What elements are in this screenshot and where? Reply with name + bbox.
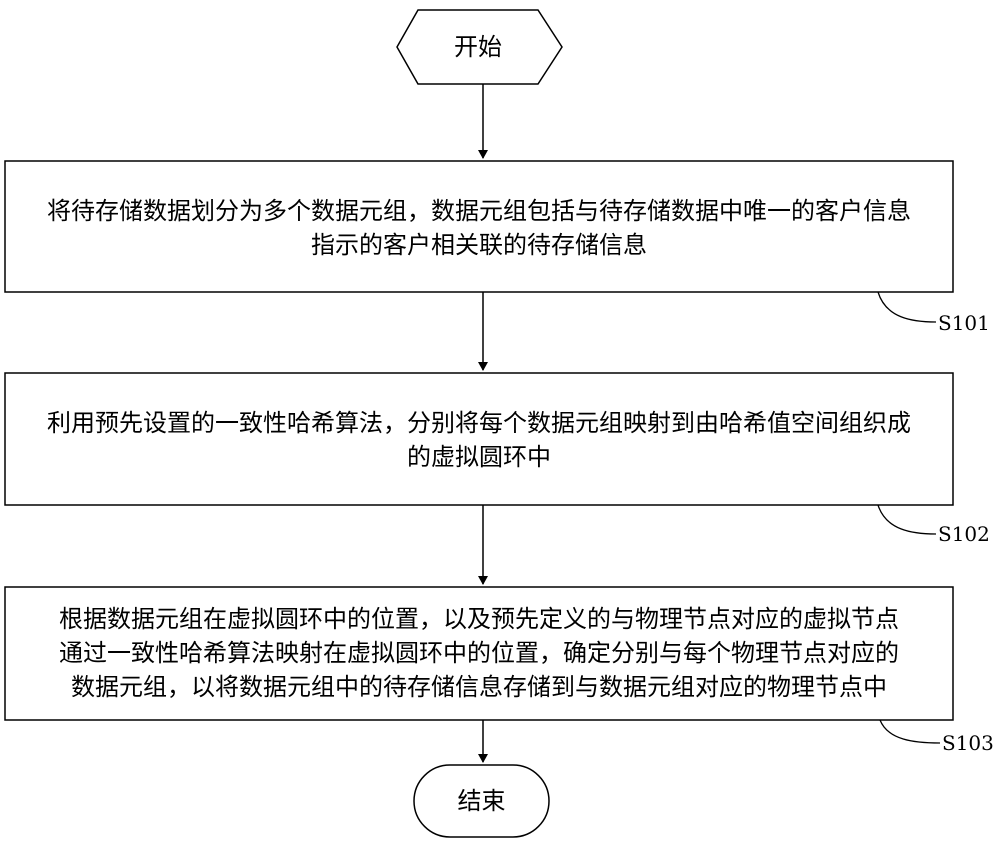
- s103-leader-line: [879, 719, 941, 744]
- step-s101-id: S101: [938, 311, 990, 335]
- s101-leader-line: [877, 291, 937, 323]
- step-s102-box: [4, 372, 954, 506]
- step-s101-text: 将待存储数据划分为多个数据元组，数据元组包括与待存储数据中唯一的客户信息 指示的…: [8, 194, 950, 262]
- end-label: 结束: [457, 787, 506, 815]
- step-s101-line-1: 将待存储数据划分为多个数据元组，数据元组包括与待存储数据中唯一的客户信息: [47, 197, 911, 225]
- step-s103-text: 根据数据元组在虚拟圆环中的位置，以及预先定义的与物理节点对应的虚拟节点 通过一致…: [8, 602, 950, 704]
- step-s103-id: S103: [942, 731, 994, 755]
- step-s103-box: [4, 586, 954, 721]
- step-s103-line-3: 数据元组，以将数据元组中的待存储信息存储到与数据元组对应的物理节点中: [71, 673, 887, 701]
- step-s102-id: S102: [938, 522, 990, 546]
- start-terminal-shape: [396, 9, 563, 85]
- step-s103-line-2: 通过一致性哈希算法映射在虚拟圆环中的位置，确定分别与每个物理节点对应的: [59, 639, 899, 667]
- step-s102-line-1: 利用预先设置的一致性哈希算法，分别将每个数据元组映射到由哈希值空间组织成: [47, 409, 911, 437]
- step-s103-line-1: 根据数据元组在虚拟圆环中的位置，以及预先定义的与物理节点对应的虚拟节点: [59, 605, 899, 633]
- step-s101-line-2: 指示的客户相关联的待存储信息: [311, 231, 647, 259]
- end-terminal-shape: [413, 764, 550, 838]
- step-s102-text: 利用预先设置的一致性哈希算法，分别将每个数据元组映射到由哈希值空间组织成 的虚拟…: [8, 406, 950, 474]
- step-s101-box: [4, 160, 954, 293]
- step-s102-line-2: 的虚拟圆环中: [407, 443, 551, 471]
- start-label: 开始: [454, 33, 502, 61]
- s102-leader-line: [877, 504, 937, 535]
